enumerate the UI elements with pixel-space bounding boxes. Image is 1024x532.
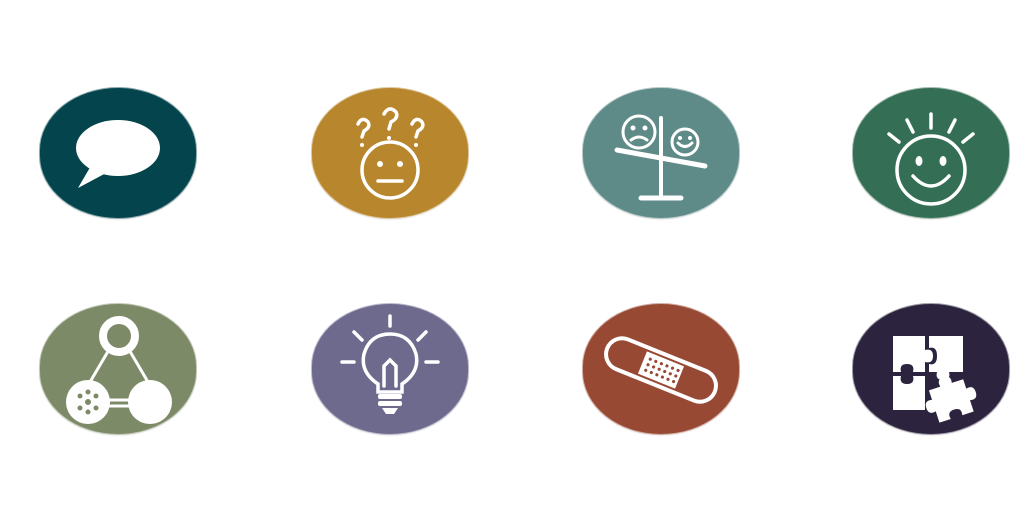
- bandage-icon: [604, 336, 718, 404]
- tile-light-bulb: [306, 303, 474, 435]
- tile-balance-scale: [577, 87, 745, 219]
- tile-speech-bubble: [34, 87, 202, 219]
- happy-face-icon: [887, 112, 975, 206]
- tile-bandage: [577, 303, 745, 435]
- puzzle-pieces-icon: [893, 336, 977, 423]
- connected-circles-icon: [66, 316, 172, 424]
- speech-bubble-icon: [76, 120, 160, 188]
- tile-puzzle-pieces: [847, 303, 1015, 435]
- balance-scale-faces-icon: [614, 114, 708, 201]
- tile-confused-face: [306, 87, 474, 219]
- tile-connected-circles: [34, 303, 202, 435]
- confused-face-icon: [356, 107, 425, 200]
- tile-happy-face: [847, 87, 1015, 219]
- light-bulb-icon: [340, 314, 440, 414]
